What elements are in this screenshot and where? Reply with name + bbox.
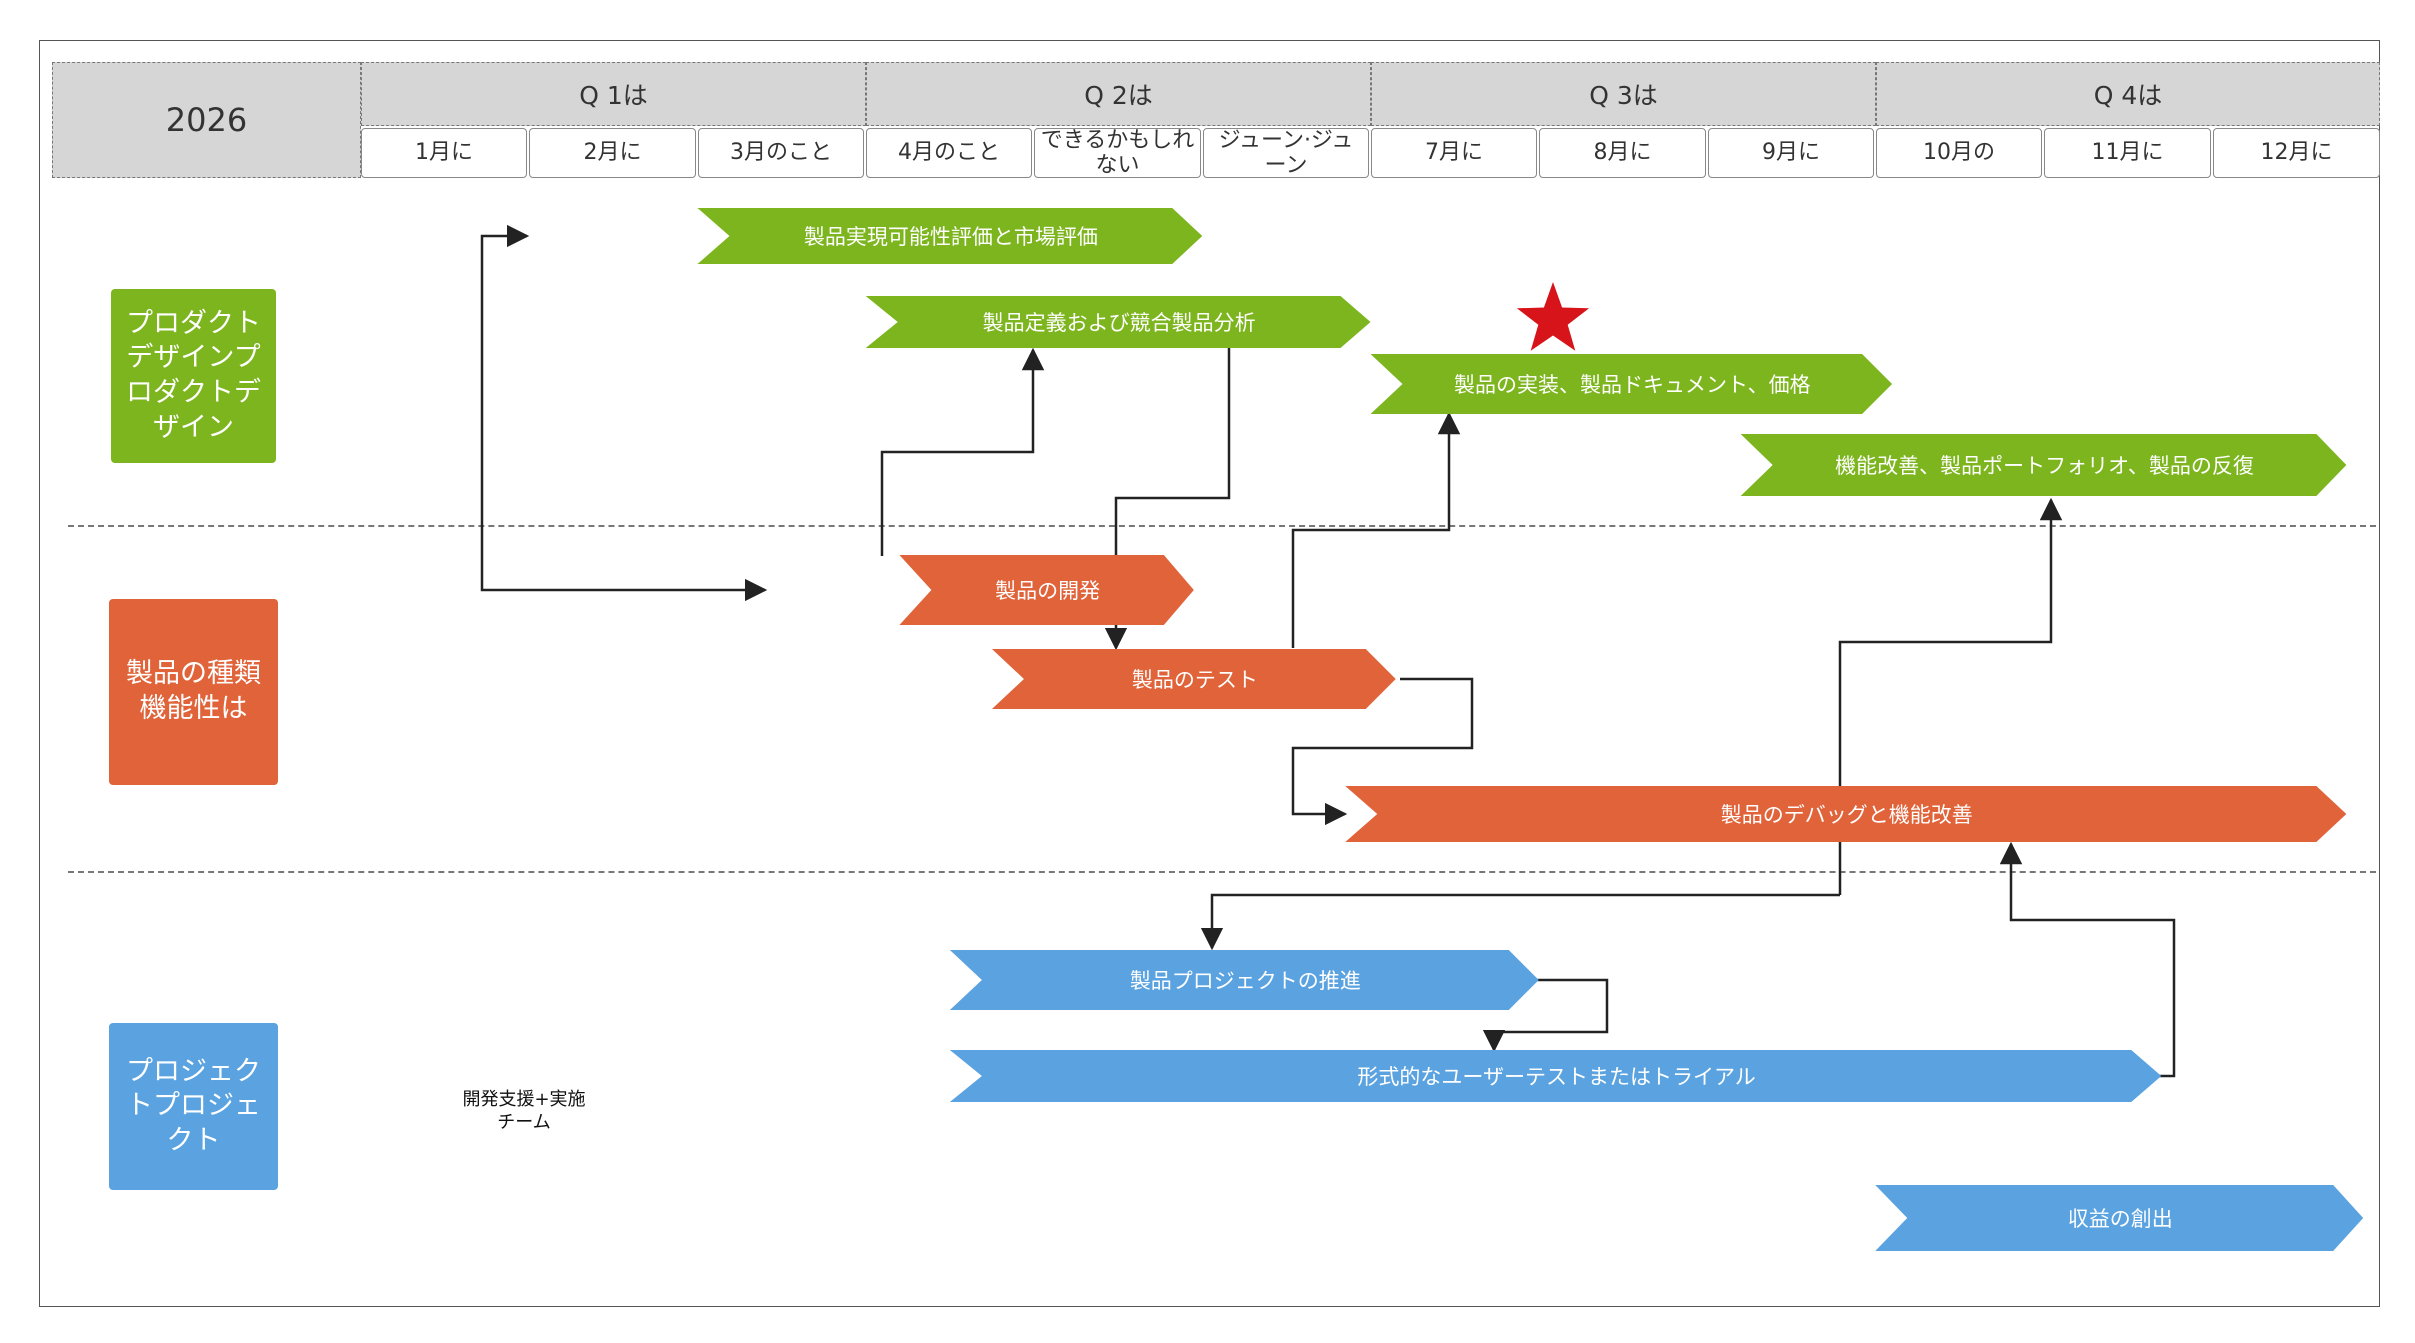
connector-debugging-to-iteration bbox=[1838, 497, 2063, 895]
year-cell: 2026 bbox=[52, 62, 361, 178]
connector-feasibility-to-development bbox=[480, 224, 768, 602]
lane-label-project: プロジェクトプロジェクト bbox=[109, 1023, 278, 1190]
connector-testing-to-implementation bbox=[1291, 411, 1461, 648]
task-label: 製品のデバッグと機能改善 bbox=[1721, 803, 1973, 827]
task-bar bbox=[1875, 1185, 2364, 1251]
lane-label-product-design: プロダクトデザインプロダクトデザイン bbox=[111, 289, 276, 463]
task-bar bbox=[865, 296, 1371, 348]
task-label: 製品実現可能性評価と市場評価 bbox=[804, 225, 1098, 249]
month-jan: 1月に bbox=[361, 128, 527, 178]
task-bar bbox=[949, 950, 1539, 1010]
quarter-q2: Q 2は bbox=[866, 62, 1371, 126]
month-sep: 9月に bbox=[1708, 128, 1874, 178]
month-jun: ジューン·ジューン bbox=[1203, 128, 1369, 178]
month-may: できるかもしれない bbox=[1034, 128, 1201, 178]
team-note: 開発支援+実施チーム bbox=[462, 1089, 586, 1134]
lane-divider-1 bbox=[68, 525, 2376, 527]
task-bars: 製品実現可能性評価と市場評価製品定義および競合製品分析製品の実装、製品ドキュメン… bbox=[697, 208, 2364, 1251]
connector-debugging-to-promotion bbox=[1200, 893, 1840, 951]
task-bar bbox=[949, 1050, 2162, 1102]
month-nov: 11月に bbox=[2044, 128, 2211, 178]
quarter-q3: Q 3は bbox=[1371, 62, 1876, 126]
month-apr: 4月のこと bbox=[866, 128, 1032, 178]
task-bar bbox=[1740, 434, 2347, 496]
task-label: 製品の開発 bbox=[995, 579, 1100, 603]
connector-promotion-to-trial bbox=[1482, 978, 1609, 1053]
month-aug: 8月に bbox=[1539, 128, 1706, 178]
task-label: 収益の創出 bbox=[2068, 1207, 2173, 1231]
task-label: 製品のテスト bbox=[1132, 668, 1258, 692]
month-dec: 12月に bbox=[2213, 128, 2380, 178]
month-jul: 7月に bbox=[1371, 128, 1537, 178]
lane-divider-2 bbox=[68, 871, 2376, 873]
task-label: 機能改善、製品ポートフォリオ、製品の反復 bbox=[1835, 454, 2254, 478]
lane-label-product-function: 製品の種類機能性は bbox=[109, 599, 278, 785]
month-mar: 3月のこと bbox=[698, 128, 864, 178]
connector-development-to-definition bbox=[880, 347, 1045, 556]
task-bar bbox=[697, 208, 1203, 264]
connector-trial-to-debugging bbox=[1999, 841, 2176, 1078]
task-bar bbox=[1345, 786, 2347, 842]
month-feb: 2月に bbox=[529, 128, 696, 178]
quarter-q4: Q 4は bbox=[1876, 62, 2380, 126]
task-label: 製品定義および競合製品分析 bbox=[983, 311, 1256, 335]
quarter-q1: Q 1は bbox=[361, 62, 866, 126]
task-bar bbox=[991, 649, 1396, 709]
task-bar bbox=[899, 555, 1194, 625]
task-label: 形式的なユーザーテストまたはトライアル bbox=[1357, 1065, 1755, 1089]
task-label: 製品プロジェクトの推進 bbox=[1130, 969, 1361, 993]
task-label: 製品の実装、製品ドキュメント、価格 bbox=[1454, 373, 1811, 397]
connector-testing-to-debugging bbox=[1291, 677, 1474, 826]
diagram-frame bbox=[39, 40, 2380, 1307]
milestone-star-icon bbox=[1516, 282, 1590, 351]
month-oct: 10月の bbox=[1876, 128, 2042, 178]
task-bar bbox=[1370, 354, 1893, 414]
